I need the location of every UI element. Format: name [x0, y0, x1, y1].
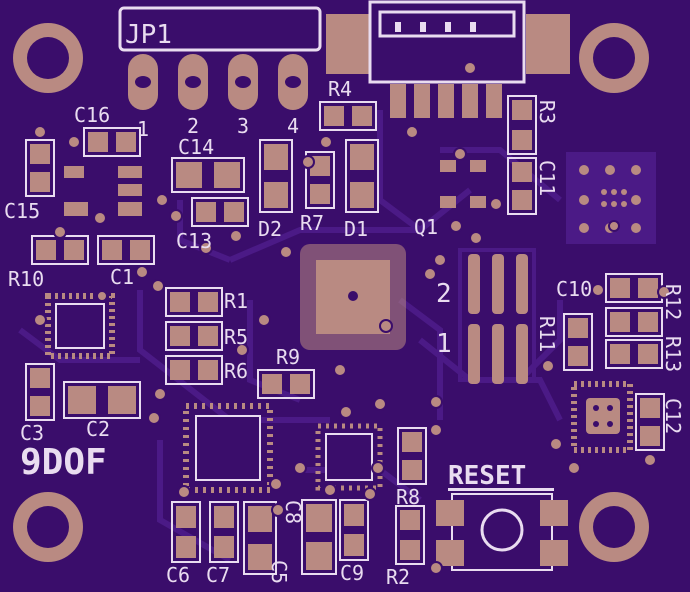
label-c10: C10 [556, 277, 592, 301]
label-r6: R6 [224, 359, 248, 383]
label-r8: R8 [396, 485, 420, 509]
sot-pads [64, 160, 486, 216]
label-r4: R4 [328, 77, 352, 101]
main-qfn-ic [300, 244, 406, 350]
label-r3: R3 [535, 100, 559, 124]
mounting-hole-top-right [579, 23, 649, 93]
sensor-ic-middle [315, 423, 383, 491]
label-r12: R12 [661, 284, 685, 320]
label-c3: C3 [20, 421, 44, 445]
reset-button-footprint [436, 493, 568, 571]
jp1-header: JP1 1 2 3 4 [118, 6, 322, 141]
label-r1: R1 [224, 289, 248, 313]
jp1-pin4: 4 [287, 114, 299, 138]
label-c1: C1 [110, 265, 134, 289]
label-c13: C13 [176, 229, 212, 253]
connector-top [326, 0, 570, 118]
label-c14: C14 [178, 135, 214, 159]
label-r2: R2 [386, 565, 410, 589]
mounting-hole-top-left [13, 23, 83, 93]
label-r10: R10 [8, 267, 44, 291]
smd-components [25, 95, 665, 575]
label-c15: C15 [4, 199, 40, 223]
label-c2: C2 [86, 417, 110, 441]
label-c7: C7 [206, 563, 230, 587]
label-d1: D1 [344, 217, 368, 241]
label-r7: R7 [300, 211, 324, 235]
sensor-ic-bottom [183, 403, 273, 493]
silkscreen-labels: 9DOF RESET C16 C14 C15 C13 R10 C1 R4 R3 … [4, 77, 685, 589]
mounting-hole-bottom-right [579, 492, 649, 562]
jp1-label: JP1 [125, 20, 172, 50]
mounting-hole-bottom-left [13, 492, 83, 562]
label-r5: R5 [224, 325, 248, 349]
label-q1: Q1 [414, 215, 438, 239]
label-c6: C6 [166, 563, 190, 587]
vias [33, 61, 671, 575]
label-d2: D2 [258, 217, 282, 241]
label-c9: C9 [340, 561, 364, 585]
label-switch-2: 2 [436, 279, 452, 309]
sensor-ic-right [571, 381, 633, 453]
board-name-label: 9DOF [20, 442, 107, 483]
jp1-pin3: 3 [237, 114, 249, 138]
label-c12: C12 [661, 398, 685, 434]
label-r13: R13 [661, 336, 685, 372]
reset-label: RESET [448, 461, 526, 491]
label-r11: R11 [535, 316, 559, 352]
label-r9: R9 [276, 345, 300, 369]
label-c8: C8 [281, 500, 305, 524]
label-switch-1: 1 [436, 329, 452, 359]
label-c5: C5 [267, 560, 291, 584]
label-c16: C16 [74, 103, 110, 127]
dip-switch [458, 248, 536, 384]
jp1-pin2: 2 [187, 114, 199, 138]
label-c11: C11 [535, 160, 559, 196]
sensor-ic-left [45, 293, 115, 359]
